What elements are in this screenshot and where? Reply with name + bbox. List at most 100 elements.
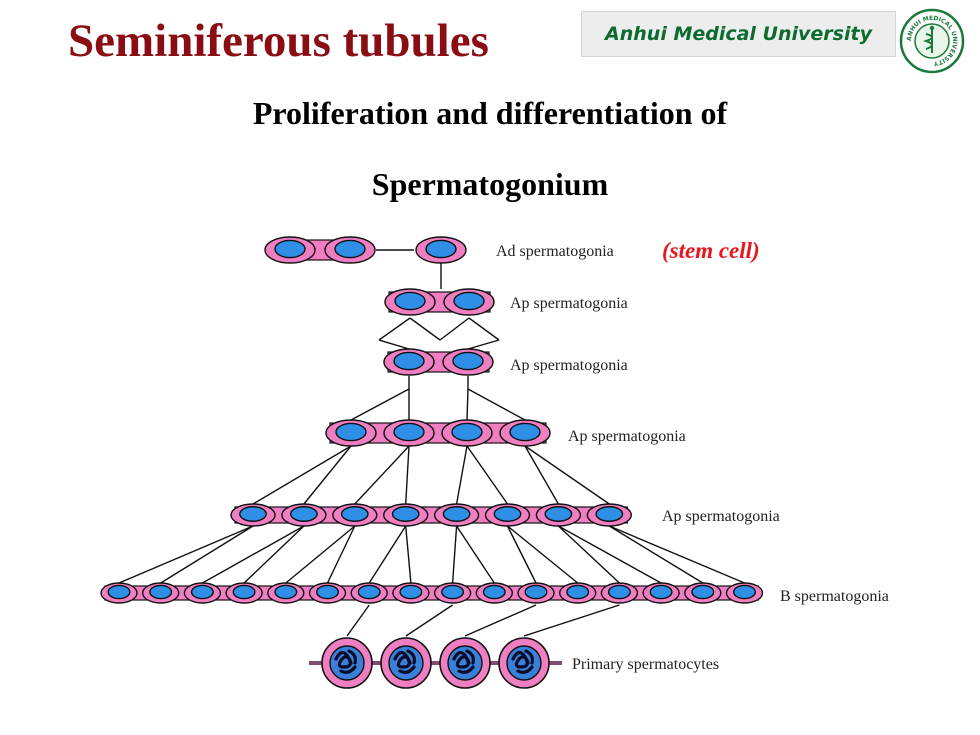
spermatogonium-cell — [415, 236, 467, 264]
spermatogonium-cell — [264, 236, 316, 264]
spermatogonium-cell — [308, 582, 347, 604]
spermatogonium-cell — [499, 419, 551, 447]
lineage-line — [350, 388, 410, 421]
stage-2-cells — [384, 288, 495, 316]
primary-spermatocyte-cell — [380, 637, 432, 689]
lineage-line — [346, 604, 370, 637]
lineage-line — [378, 317, 411, 341]
stage-label: Ap spermatogonia — [510, 357, 628, 374]
university-seal-icon: ANHUI MEDICAL UNIVERSITY — [899, 8, 965, 74]
spermatogonium-cell — [100, 582, 138, 604]
spermatogonium-cell — [281, 503, 327, 527]
lineage-line — [354, 445, 410, 505]
spermatogonium-cell — [684, 582, 722, 604]
lineage-line — [456, 525, 495, 584]
lineage-line — [468, 317, 500, 341]
stage-6-cells — [100, 582, 764, 604]
stage-4-cells — [325, 419, 551, 447]
lineage-line — [409, 317, 441, 341]
lineage-line — [405, 445, 410, 505]
lineage-line — [557, 525, 620, 584]
spermatogonium-cell — [384, 288, 436, 316]
spermatocyte-base-line — [309, 661, 562, 665]
spermatogonium-cell — [267, 582, 305, 604]
spermatogonium-cell — [230, 503, 276, 527]
lineage-line — [466, 445, 509, 505]
spermatogonium-cell — [441, 419, 493, 447]
spermatogonium-cell — [443, 288, 495, 316]
spermatogonium-cell — [332, 503, 378, 527]
lineage-line — [466, 388, 469, 421]
lineage-line — [202, 525, 305, 584]
diagram-subtitle-line-1: Proliferation and differentiation of — [252, 95, 728, 131]
lineage-line — [378, 339, 410, 350]
stage-label: Ap spermatogonia — [662, 508, 780, 525]
lineage-line — [405, 525, 412, 584]
lineage-line — [252, 445, 352, 505]
spermatogonium-cell — [642, 582, 680, 604]
spermatogonium-cell — [600, 582, 639, 604]
primary-spermatocyte-cell — [439, 637, 491, 689]
spermatogonium-cell — [433, 503, 480, 527]
spermatogonium-cell — [225, 582, 263, 604]
lineage-line — [523, 604, 620, 637]
lineage-line — [608, 525, 704, 584]
lineage-line — [506, 525, 537, 584]
lineage-line — [507, 525, 579, 584]
lineage-line — [524, 445, 610, 505]
lineage-line — [405, 604, 453, 637]
lineage-line — [464, 604, 537, 637]
spermatogonium-cell — [383, 348, 435, 376]
diagram-subtitle-line-2: Spermatogonium — [371, 166, 609, 202]
spermatogonium-cell — [350, 582, 388, 604]
spermatogonium-cell — [586, 503, 632, 527]
lineage-line — [609, 525, 745, 584]
spermatogonium-cell — [324, 236, 376, 264]
primary-spermatocyte-cell — [321, 637, 373, 689]
spermatogonium-cell — [183, 582, 222, 604]
stage-1-cells — [264, 236, 467, 264]
spermatogonium-cell — [517, 582, 555, 604]
lineage-line — [524, 445, 560, 505]
spermatogonium-cell — [442, 348, 494, 376]
lineage-line — [160, 525, 254, 584]
spermatogonium-cell — [383, 419, 435, 447]
stage-label: B spermatogonia — [780, 588, 889, 605]
lineage-line — [326, 525, 356, 584]
lineage-line — [303, 445, 352, 505]
lineage-line — [439, 317, 470, 341]
slide-title: Seminiferous tubules — [68, 15, 489, 67]
spermatogonium-cell — [433, 582, 472, 604]
lineage-line — [368, 525, 407, 584]
spermatogonium-cell — [392, 582, 430, 604]
spermatogonium-cell — [475, 582, 513, 604]
primary-spermatocyte-cell — [498, 637, 550, 689]
stage-7-cells — [309, 637, 562, 689]
stage-3-cells — [383, 348, 494, 376]
stem-cell-note: (stem cell) — [662, 238, 760, 263]
spermatogonium-cell — [725, 582, 764, 604]
spermatogonium-cell — [559, 582, 597, 604]
university-name: Anhui Medical University — [605, 23, 872, 45]
stage-label: Ap spermatogonia — [510, 295, 628, 312]
spermatogonium-cell — [325, 419, 377, 447]
lineage-line — [118, 525, 254, 584]
stage-5-cells — [230, 503, 632, 527]
lineage-line — [467, 339, 500, 350]
lineage-line — [558, 525, 662, 584]
lineage-lines — [118, 249, 745, 637]
spermatogonium-cell — [141, 582, 180, 604]
stage-label: Ap spermatogonia — [568, 428, 686, 445]
spermatogonium-cell — [484, 503, 531, 527]
lineage-line — [243, 525, 305, 584]
lineage-line — [451, 525, 458, 584]
stage-label: Ad spermatogonia — [496, 243, 614, 260]
lineage-line — [455, 445, 468, 505]
stage-label: Primary spermatocytes — [572, 656, 719, 673]
spermatogonium-cell — [535, 503, 582, 527]
spermatogonium-cell — [383, 503, 429, 527]
lineage-line — [285, 525, 356, 584]
university-banner: Anhui Medical University — [581, 11, 896, 57]
lineage-line — [467, 388, 526, 421]
